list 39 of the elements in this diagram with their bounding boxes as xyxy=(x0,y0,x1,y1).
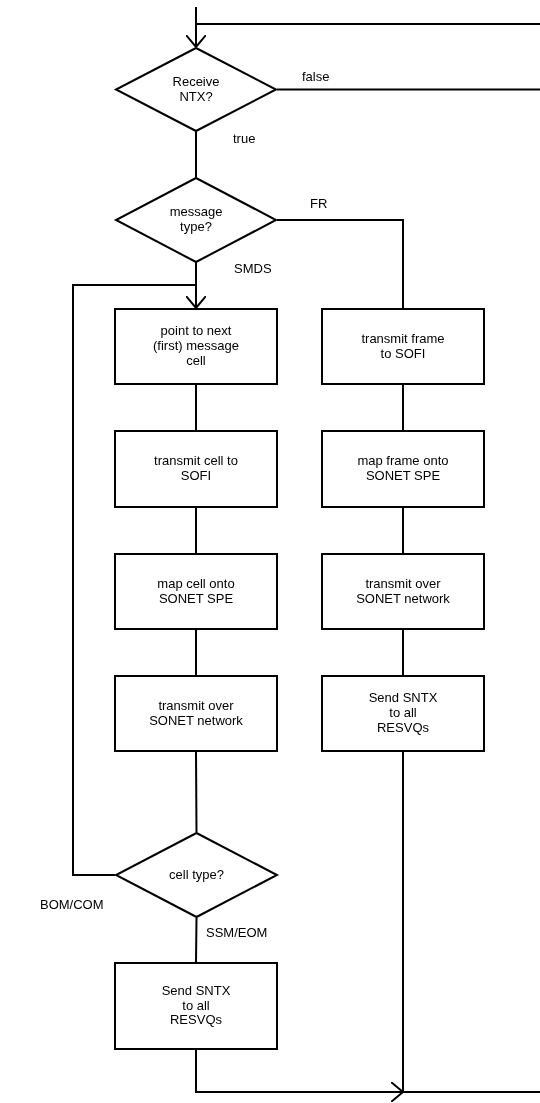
connector xyxy=(402,629,404,676)
decision-diamond xyxy=(115,832,278,918)
process-box xyxy=(321,430,485,508)
decision-diamond xyxy=(115,177,277,263)
connector xyxy=(276,219,404,309)
connector xyxy=(195,507,197,554)
node-label: transmit over SONET network xyxy=(355,576,451,607)
connector xyxy=(195,384,197,431)
connector xyxy=(185,23,540,48)
process-box xyxy=(321,553,485,630)
connector xyxy=(195,1049,404,1103)
node-label: map frame onto SONET SPE xyxy=(356,454,450,484)
connector xyxy=(195,751,198,833)
connector xyxy=(276,88,540,91)
node-label: message type? xyxy=(168,205,224,235)
node-label: transmit over SONET network xyxy=(148,698,244,729)
node-label: transmit cell to SOFI xyxy=(153,454,239,484)
connector xyxy=(72,284,207,876)
node-label: Receive NTX? xyxy=(171,74,221,105)
connector xyxy=(402,507,404,554)
connector xyxy=(195,629,197,676)
process-box xyxy=(114,553,278,630)
node-label: transmit frame to SOFI xyxy=(360,331,446,362)
connector xyxy=(402,751,540,1093)
node-label: point to next (first) message cell xyxy=(152,324,240,369)
process-box xyxy=(321,675,485,752)
node-label: cell type? xyxy=(168,867,225,883)
connector xyxy=(195,131,197,178)
process-box xyxy=(114,962,278,1050)
connector xyxy=(402,384,404,431)
node-label: Send SNTX to all RESVQs xyxy=(367,691,439,736)
connector xyxy=(195,917,198,963)
process-box xyxy=(321,308,485,385)
decision-diamond xyxy=(115,47,277,132)
node-label: map cell onto SONET SPE xyxy=(156,576,236,607)
process-box xyxy=(114,430,278,508)
process-box xyxy=(114,675,278,752)
process-box xyxy=(114,308,278,385)
node-label: Send SNTX to all RESVQs xyxy=(160,983,232,1029)
